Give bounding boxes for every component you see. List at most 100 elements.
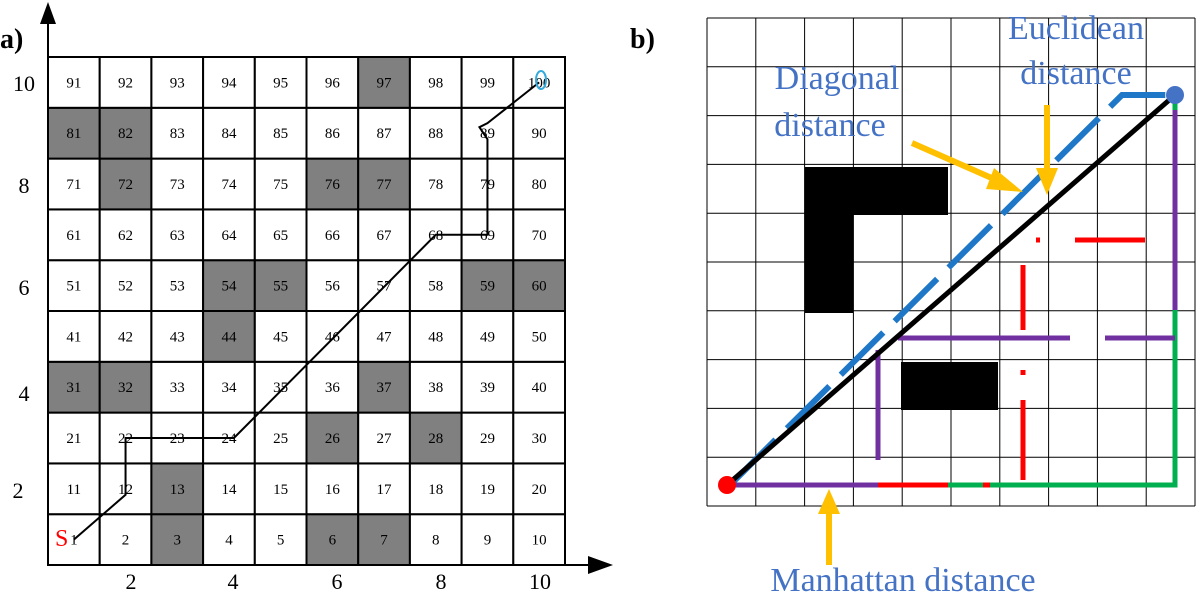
cell-number: 63 <box>170 228 185 244</box>
grid-cell <box>512 310 566 363</box>
euclidean-callout-line2: distance <box>1020 55 1131 92</box>
cell-number: 75 <box>273 177 288 193</box>
cell-number: 82 <box>118 126 133 142</box>
grid-cell <box>357 310 411 363</box>
cell-number: 25 <box>273 431 288 447</box>
cell-number: 84 <box>221 126 237 142</box>
cell-number: 91 <box>66 75 81 91</box>
cell-number: 76 <box>325 177 341 193</box>
grid-cell <box>460 56 515 109</box>
x-tick-label: 2 <box>126 569 137 594</box>
obstacle-l-shape <box>805 167 948 313</box>
grid-cell <box>253 157 308 211</box>
cell-number: 87 <box>377 126 393 142</box>
diagonal-arrowhead <box>986 168 1023 192</box>
grid-cell <box>98 310 153 363</box>
cell-number: 48 <box>428 329 443 345</box>
cell-number: 59 <box>480 279 495 295</box>
cell-number: 72 <box>118 177 133 193</box>
obstacle-cell <box>305 513 360 567</box>
diagonal-callout-line2: distance <box>774 107 885 144</box>
cell-number: 5 <box>277 533 285 549</box>
panel-b: b) <box>630 10 1196 594</box>
obstacle-cell <box>408 411 463 465</box>
grid-cell <box>150 259 205 313</box>
cell-number: 64 <box>221 228 237 244</box>
grid-cell <box>98 56 153 109</box>
cell-number: 8 <box>432 533 440 549</box>
cell-number: 43 <box>170 329 185 345</box>
cell-number: 40 <box>532 380 547 396</box>
obstacle-cell <box>357 157 411 211</box>
planned-path <box>73 81 540 541</box>
grid-cell <box>202 360 256 414</box>
cell-number: 60 <box>532 279 547 295</box>
cell-number: 74 <box>221 177 237 193</box>
cell-number: 51 <box>66 279 81 295</box>
grid-cell <box>408 513 463 567</box>
cell-number: 65 <box>273 228 288 244</box>
cell-number: 13 <box>170 482 185 498</box>
cell-number: 49 <box>480 329 495 345</box>
x-tick-label: 10 <box>529 569 551 594</box>
obstacle-cell <box>460 259 515 313</box>
y-tick-label: 10 <box>13 71 35 96</box>
callout-arrows <box>818 105 1058 565</box>
grid-cell <box>98 208 153 262</box>
cell-number: 27 <box>377 431 393 447</box>
cell-number: 44 <box>221 329 237 345</box>
manhattan-path-purple <box>727 110 1178 488</box>
grid-cell <box>150 56 205 109</box>
grid-cell <box>357 462 411 516</box>
grid-cell <box>47 208 101 262</box>
grid-b <box>706 17 1196 507</box>
cell-number: 28 <box>428 431 443 447</box>
cell-number: 81 <box>66 126 81 142</box>
cell-number: 20 <box>532 482 547 498</box>
cell-number: 18 <box>428 482 443 498</box>
cell-number: 1 <box>70 533 78 549</box>
start-dot <box>718 476 736 494</box>
grid-cell <box>512 462 566 516</box>
obstacle-cell <box>150 462 205 516</box>
grid-cell <box>305 208 360 262</box>
cell-number: 33 <box>170 380 185 396</box>
y-tick-label: 6 <box>19 275 30 300</box>
cell-number: 67 <box>377 228 393 244</box>
manhattan-arrowhead <box>818 489 840 514</box>
cell-number: 93 <box>170 75 185 91</box>
cell-number: 41 <box>66 329 81 345</box>
cell-number: 14 <box>221 482 237 498</box>
cell-number: 35 <box>273 380 288 396</box>
grid-cell <box>408 310 463 363</box>
obstacle-cell <box>512 259 566 313</box>
grid-cell <box>460 411 515 465</box>
cell-number: 31 <box>66 380 81 396</box>
grid-a-cells <box>47 56 566 567</box>
cell-number: 19 <box>480 482 495 498</box>
cell-number: 38 <box>428 380 443 396</box>
diagonal-callout-line1: Diagonal <box>775 60 900 97</box>
cell-number: 4 <box>225 533 233 549</box>
cell-number: 52 <box>118 279 133 295</box>
obstacle-cell <box>357 56 411 109</box>
manhattan-callout: Manhattan distance <box>770 562 1035 594</box>
x-axis-arrow <box>588 556 613 574</box>
cell-number: 16 <box>325 482 341 498</box>
grid-cell <box>253 310 308 363</box>
grid-cell <box>408 56 463 109</box>
cell-number: 94 <box>221 75 237 91</box>
goal-marker <box>535 70 547 90</box>
x-axis-ticks: 2 4 6 8 10 <box>126 569 552 594</box>
grid-cell <box>253 411 308 465</box>
cell-number: 11 <box>67 482 81 498</box>
euclidean-distance-line <box>725 93 1177 487</box>
cell-number: 10 <box>532 533 547 549</box>
cell-number: 95 <box>273 75 288 91</box>
cell-number: 7 <box>380 533 388 549</box>
callouts: Diagonal distance Euclidean distance Man… <box>770 10 1144 594</box>
y-axis-arrow <box>40 2 56 24</box>
cell-number: 34 <box>221 380 237 396</box>
